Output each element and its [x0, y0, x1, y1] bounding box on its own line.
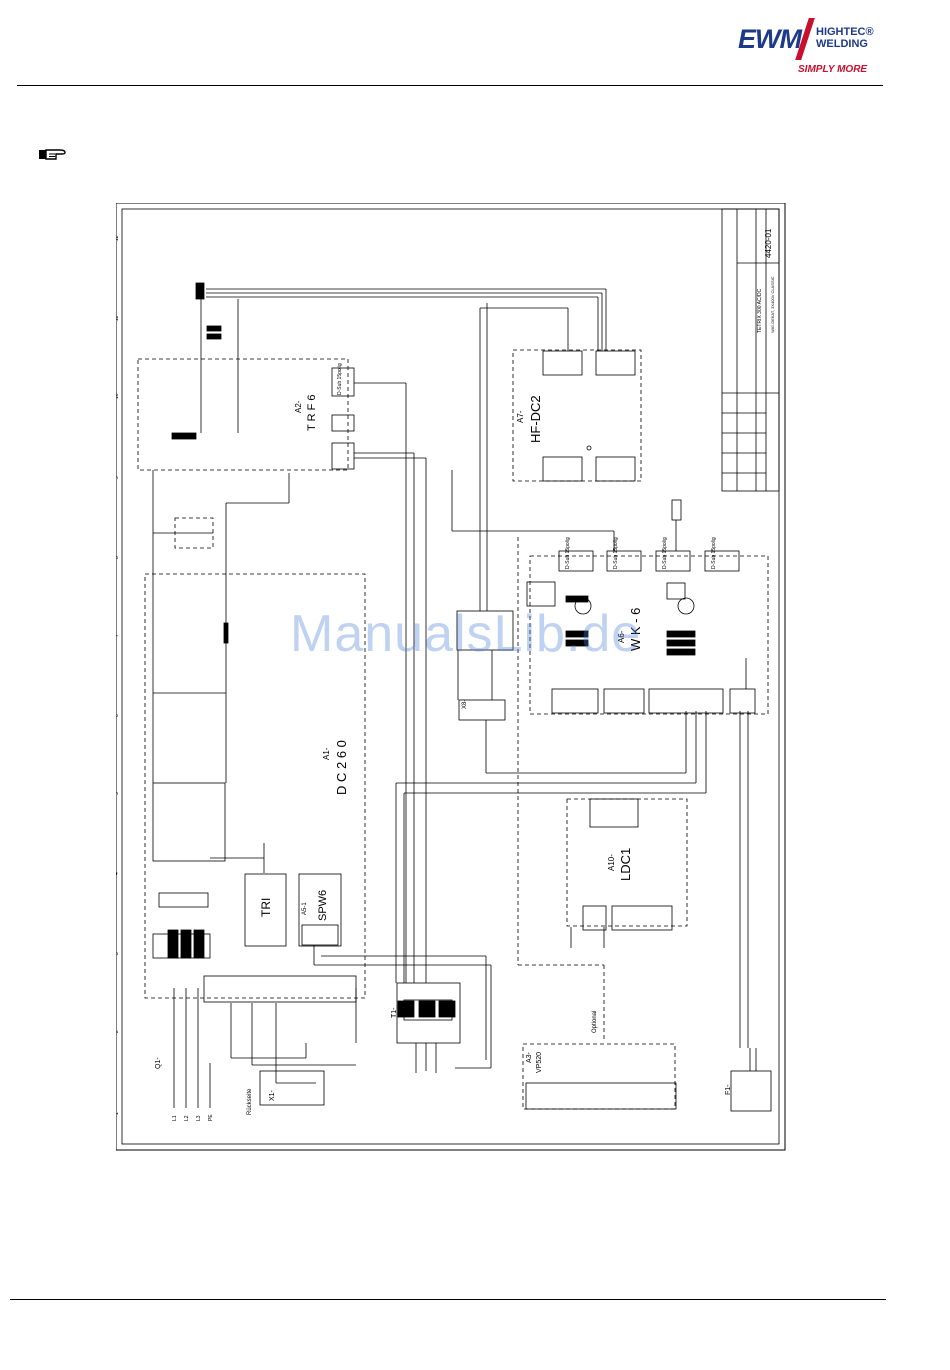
logo-slogan: SIMPLY MORE	[798, 64, 868, 75]
dsub-label: D-Sub 15polig	[613, 537, 619, 569]
mains-label: L3	[196, 1115, 202, 1121]
grid-number: 11	[116, 316, 120, 321]
grid-number: 9	[116, 476, 120, 479]
footer-rule	[10, 1299, 886, 1300]
grid-number: 2	[116, 1030, 120, 1033]
product-variant: WIG-DEKAT, 3X400V CLASSIC	[770, 276, 775, 333]
grid-number: 5	[116, 792, 120, 795]
vp520-ref: A3-	[526, 1051, 533, 1063]
optional-label: Optional	[592, 1011, 598, 1033]
dc260-ref: A1-	[322, 747, 331, 760]
t1-label: T1-	[391, 1007, 398, 1018]
header-rule	[17, 85, 883, 86]
ruckseite-label: Rückseite	[247, 1088, 253, 1115]
trf6-ref: A2-	[294, 400, 303, 413]
grid-number: 12	[116, 235, 120, 241]
grid-number: 10	[116, 393, 120, 399]
ewm-logo: EWM HIGHTEC® WELDING SIMPLY MORE	[736, 16, 886, 80]
x8-label: X8-	[462, 700, 468, 709]
mains-label: L2	[184, 1115, 190, 1121]
wk6-label: W K - 6	[628, 608, 643, 651]
watermark: ManualsLib.de	[290, 605, 642, 663]
grid-number: 6	[116, 714, 120, 717]
grid-number: 1	[116, 1112, 120, 1115]
dsub-label: D-Sub 15polig	[711, 537, 717, 569]
tagline-line1: HIGHTEC®	[816, 26, 874, 38]
wk6-ref: A6-	[617, 630, 626, 643]
trf6-label: T R F 6	[306, 395, 318, 431]
product-name: TETRIX 300 AC/DC	[757, 288, 763, 333]
dc260-label: D C 2 6 0	[334, 740, 349, 795]
ldc1-ref: A10-	[607, 854, 616, 871]
pointing-hand-icon	[38, 146, 68, 167]
spw6-ref: A5-1	[302, 902, 308, 915]
q1-label: Q1-	[155, 1057, 162, 1069]
grid-number: 3	[116, 952, 120, 955]
hfdc2-label: HF-DC2	[528, 395, 543, 443]
f1-label: F1-	[725, 1084, 732, 1095]
hfdc2-ref: A7-	[516, 410, 525, 423]
logo-tagline: HIGHTEC® WELDING	[816, 26, 874, 50]
circuit-diagram: 1 2 3 4 5 6 7 8 9 10 11 12 A1- D C 2 6 0…	[114, 202, 786, 1158]
grid-number: 4	[116, 872, 120, 875]
spw6-label: SPW6	[317, 890, 329, 921]
dsub-label: D-Sub 15polig	[565, 537, 571, 569]
mains-label: L1	[172, 1115, 178, 1121]
grid-number: 8	[116, 556, 120, 559]
dsub-label: D-Sub 15polig	[662, 537, 668, 569]
vp520-label: VP520	[536, 1052, 543, 1073]
x1-label: X1-	[269, 1089, 276, 1101]
grid-number: 7	[116, 634, 120, 637]
ldc1-label: LDC1	[618, 848, 633, 881]
trf-dsub-label: D-Sub 15polig	[337, 363, 343, 395]
drawing-number: 4420-01	[764, 228, 773, 258]
mains-label: PE	[208, 1114, 214, 1121]
logo-text: EWM	[738, 24, 802, 54]
tagline-line2: WELDING	[816, 38, 868, 50]
tri-label: TRI	[259, 898, 273, 917]
